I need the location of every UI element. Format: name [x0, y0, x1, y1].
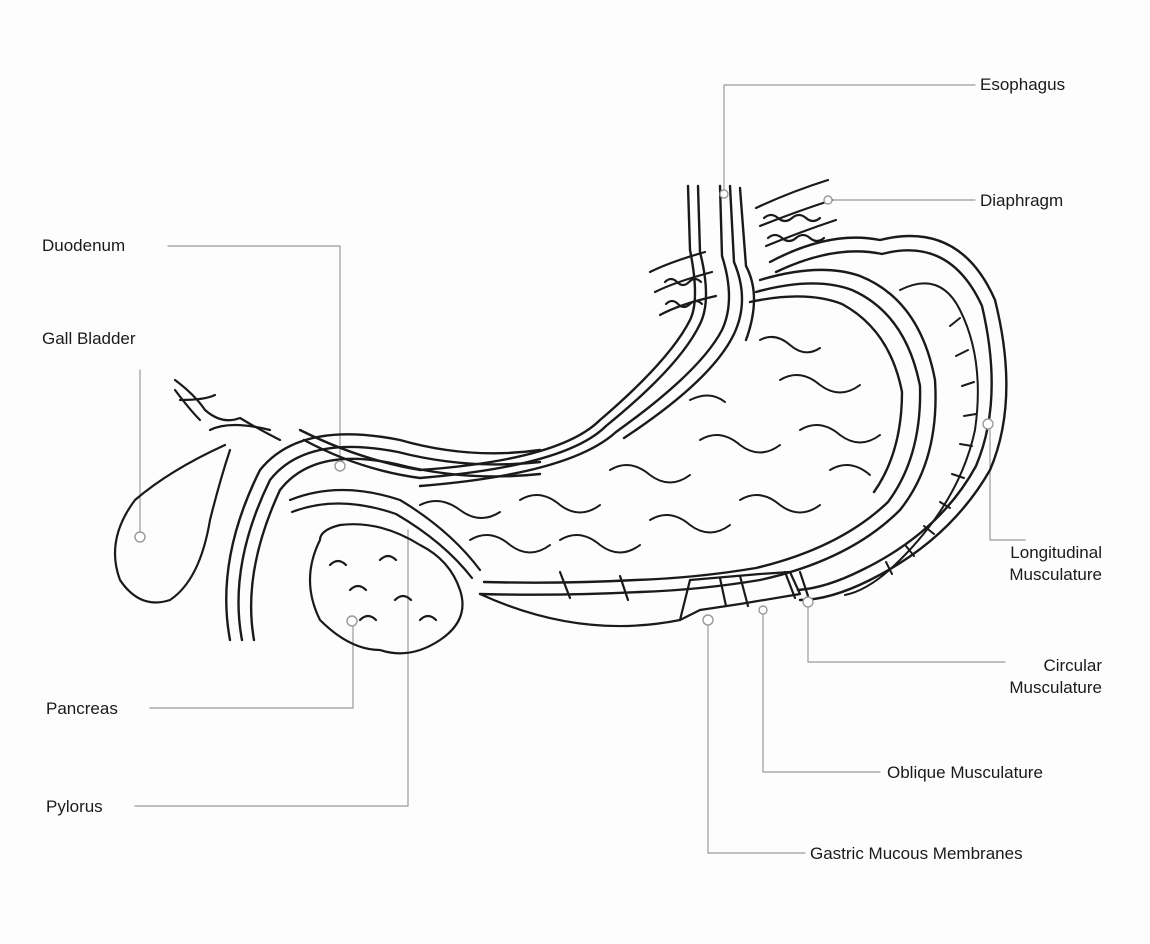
leader-duodenum	[168, 246, 340, 462]
label-gall-bladder: Gall Bladder	[42, 328, 136, 350]
marker-esophagus	[720, 190, 728, 198]
leader-lines	[135, 85, 1025, 853]
label-diaphragm: Diaphragm	[980, 190, 1063, 212]
label-circular-musculature: Circular Musculature	[942, 655, 1102, 699]
label-duodenum: Duodenum	[42, 235, 125, 257]
label-esophagus: Esophagus	[980, 74, 1065, 96]
label-longitudinal-musculature: Longitudinal Musculature	[942, 542, 1102, 586]
marker-points	[135, 190, 993, 626]
leader-pancreas	[150, 620, 353, 708]
label-circular-line2: Musculature	[942, 677, 1102, 699]
marker-circular	[803, 597, 813, 607]
leader-longitudinal	[990, 430, 1025, 540]
marker-diaphragm	[824, 196, 832, 204]
label-longitudinal-line1: Longitudinal	[942, 542, 1102, 564]
duodenum-and-gallbladder	[115, 380, 480, 603]
marker-gastric	[703, 615, 713, 625]
label-longitudinal-line2: Musculature	[942, 564, 1102, 586]
leader-circular	[808, 604, 1005, 662]
label-pancreas: Pancreas	[46, 698, 118, 720]
label-circular-line1: Circular	[942, 655, 1102, 677]
stomach-walls	[226, 236, 1006, 640]
marker-duodenum	[335, 461, 345, 471]
marker-oblique	[759, 606, 767, 614]
leader-esophagus	[724, 85, 975, 190]
marker-gall-bladder	[135, 532, 145, 542]
esophagus-tube	[300, 186, 754, 486]
leader-pylorus	[135, 530, 408, 806]
leader-gastric	[708, 620, 805, 853]
leader-oblique	[763, 610, 880, 772]
marker-longitudinal	[983, 419, 993, 429]
label-gastric-mucous-membranes: Gastric Mucous Membranes	[810, 843, 1023, 865]
gastric-folds	[420, 337, 880, 553]
marker-pancreas	[347, 616, 357, 626]
label-pylorus: Pylorus	[46, 796, 103, 818]
label-oblique-musculature: Oblique Musculature	[887, 762, 1043, 784]
